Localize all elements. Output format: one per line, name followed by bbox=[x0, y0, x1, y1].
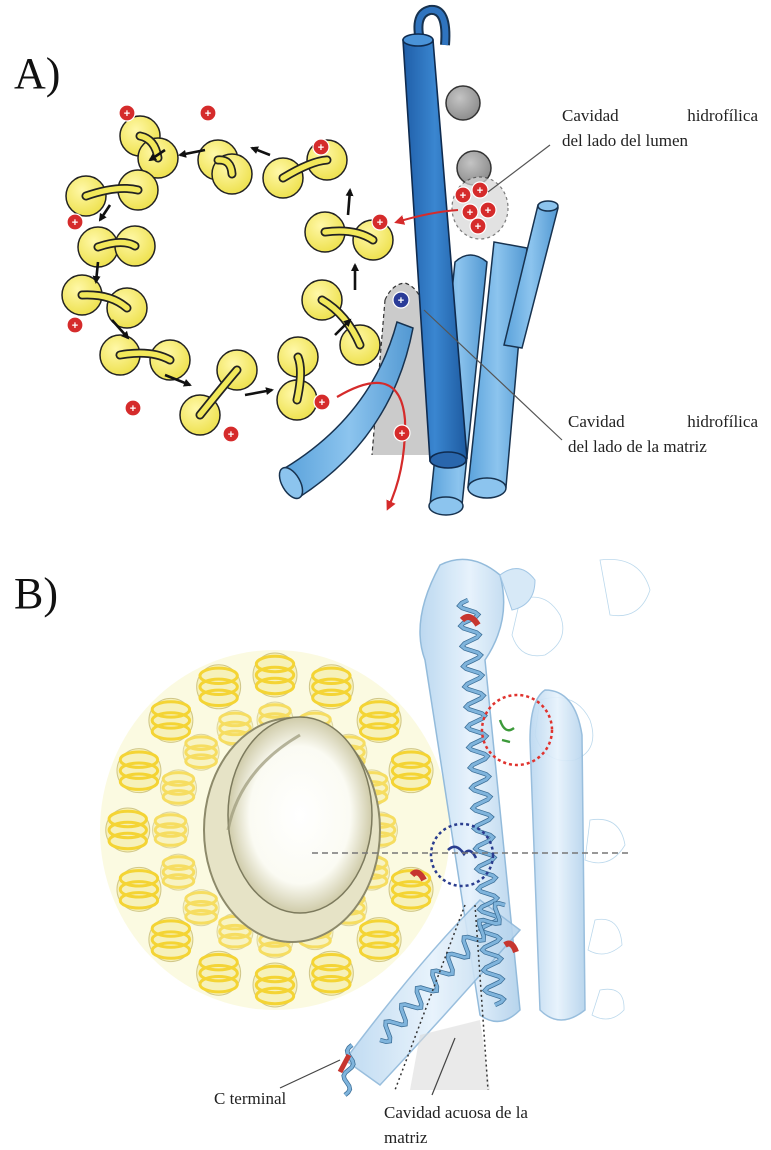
positive-charge-red: + bbox=[455, 187, 471, 203]
rotation-arrow bbox=[348, 190, 350, 215]
density-lobe-top bbox=[500, 569, 535, 610]
positive-charge-red: + bbox=[119, 105, 135, 121]
c-subunit bbox=[198, 140, 252, 194]
annotation-matrix-line1-left: Cavidad bbox=[568, 410, 625, 435]
label-c-terminal: C terminal bbox=[214, 1087, 286, 1112]
rotation-arrow bbox=[245, 390, 272, 395]
ring-helix bbox=[389, 749, 433, 793]
annotation-lumen-line2: del lado del lumen bbox=[562, 129, 758, 154]
ring-helix bbox=[357, 918, 401, 962]
ring-helix bbox=[309, 665, 353, 709]
ring-helix bbox=[106, 808, 150, 852]
positive-charge-red: + bbox=[125, 400, 141, 416]
positive-charge-red: + bbox=[67, 214, 83, 230]
charge-sign: + bbox=[72, 217, 78, 229]
charge-sign: + bbox=[399, 428, 405, 440]
annotation-matrix-line2: del lado de la matriz bbox=[568, 435, 758, 460]
positive-charge-red: + bbox=[372, 214, 388, 230]
ring-helix bbox=[117, 749, 161, 793]
label-aqueous-line2: matriz bbox=[384, 1126, 528, 1150]
charge-sign: + bbox=[460, 190, 466, 202]
charge-sign: + bbox=[130, 403, 136, 415]
c-ring bbox=[62, 116, 393, 435]
ring-helix bbox=[309, 951, 353, 995]
ring-helix bbox=[183, 734, 219, 770]
charge-sign: + bbox=[124, 108, 130, 120]
positive-charge-red: + bbox=[480, 202, 496, 218]
charge-sign: + bbox=[319, 397, 325, 409]
charge-sign: + bbox=[398, 295, 404, 307]
charge-sign: + bbox=[475, 221, 481, 233]
c-subunit bbox=[180, 350, 257, 435]
positive-charge-red: + bbox=[394, 425, 410, 441]
positive-charge-red: + bbox=[200, 105, 216, 121]
charge-sign: + bbox=[205, 108, 211, 120]
positive-charge-blue: + bbox=[393, 292, 409, 308]
ring-helix bbox=[183, 890, 219, 926]
c-subunit bbox=[277, 337, 318, 420]
annotation-lumen-cavity: Cavidad hidrofílica del lado del lumen bbox=[562, 104, 758, 153]
c-subunit bbox=[78, 226, 155, 267]
ring-helix bbox=[160, 770, 196, 806]
ring-helix bbox=[160, 854, 196, 890]
positive-charge-red: + bbox=[472, 182, 488, 198]
annotation-matrix-line1-right: hidrofílica bbox=[687, 410, 758, 435]
ring-helix bbox=[149, 918, 193, 962]
label-aqueous-cavity: Cavidad acuosa de la matriz bbox=[384, 1101, 528, 1150]
charge-sign: + bbox=[485, 205, 491, 217]
positive-charge-red: + bbox=[462, 204, 478, 220]
c-subunit bbox=[100, 335, 190, 380]
ring-helix bbox=[117, 867, 161, 911]
positive-charge-red: + bbox=[223, 426, 239, 442]
annotation-lumen-line1-right: hidrofílica bbox=[687, 104, 758, 129]
density-tube-right bbox=[530, 690, 585, 1020]
annotation-lumen-line1-left: Cavidad bbox=[562, 104, 619, 129]
leader-c-terminal bbox=[280, 1060, 340, 1088]
charge-sign: + bbox=[72, 320, 78, 332]
charge-sign: + bbox=[477, 185, 483, 197]
c-subunit bbox=[66, 170, 158, 216]
ring-pore bbox=[228, 717, 372, 913]
positive-charge-red: + bbox=[67, 317, 83, 333]
ring-helix bbox=[197, 951, 241, 995]
charge-sign: + bbox=[467, 207, 473, 219]
positive-charge-red: + bbox=[313, 139, 329, 155]
annotation-matrix-cavity: Cavidad hidrofílica del lado de la matri… bbox=[568, 410, 758, 459]
ring-helix bbox=[153, 812, 189, 848]
gray-sphere-top bbox=[446, 86, 480, 120]
ring-helix bbox=[357, 698, 401, 742]
positive-charge-red: + bbox=[470, 218, 486, 234]
c-subunit bbox=[263, 140, 347, 198]
positive-charge-red: + bbox=[314, 394, 330, 410]
rotation-arrow bbox=[252, 148, 270, 155]
ring-helix bbox=[253, 653, 297, 697]
ring-helix bbox=[149, 698, 193, 742]
ring-helix bbox=[253, 963, 297, 1007]
label-aqueous-line1: Cavidad acuosa de la bbox=[384, 1101, 528, 1126]
charge-sign: + bbox=[377, 217, 383, 229]
ring-helix bbox=[197, 665, 241, 709]
charge-sign: + bbox=[318, 142, 324, 154]
charge-sign: + bbox=[228, 429, 234, 441]
c-subunit bbox=[120, 116, 178, 178]
leader-lumen bbox=[488, 145, 550, 192]
